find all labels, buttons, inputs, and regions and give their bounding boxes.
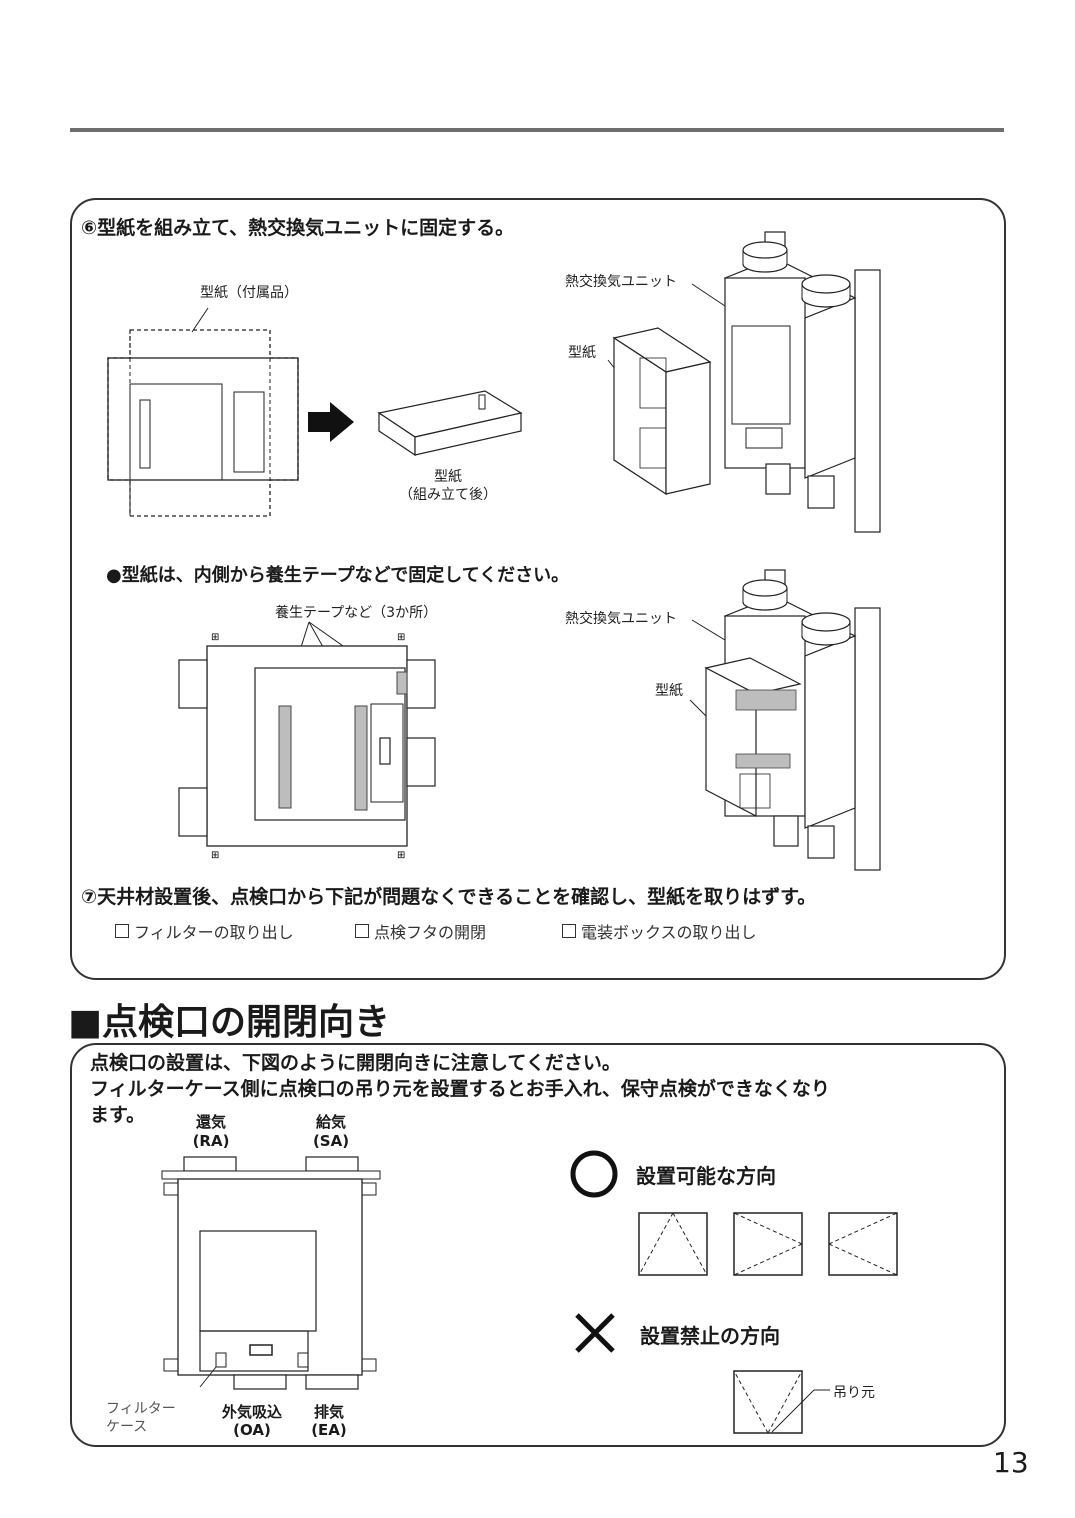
template-label-2: 型紙 [655, 683, 683, 699]
para-line-2: フィルターケース側に点検口の吊り元を設置するとお手入れ、保守点検ができなくなり [90, 1078, 830, 1100]
oa-label-1: 外気吸込 [221, 1403, 282, 1421]
page-number: 13 [993, 1446, 1029, 1479]
unit-label-2: 熱交換気ユニット [565, 611, 677, 627]
circle-ok-icon [570, 1150, 618, 1198]
filter-case-label-1: フィルター [106, 1401, 176, 1417]
template-assembled-label-2: （組み立て後） [399, 487, 497, 503]
para-line-3: ます。 [90, 1104, 146, 1126]
direction-panel [70, 1043, 1006, 1447]
filter-case-label-2: ケース [106, 1419, 148, 1435]
unit-label: 熱交換気ユニット [565, 274, 677, 290]
check-lid: 点検フタの開閉 [355, 919, 486, 943]
hinge-label: 吊り元 [833, 1385, 875, 1401]
ea-label-2: (EA) [311, 1421, 347, 1439]
check-filter-label: フィルターの取り出し [134, 923, 294, 942]
sa-label-2: (SA) [312, 1132, 350, 1150]
procedure-panel [70, 198, 1006, 980]
ea-label-1: 排気 [313, 1403, 344, 1421]
svg-text:⊞: ⊞ [211, 850, 219, 861]
section-title: ■点検口の開閉向き [68, 1002, 391, 1043]
ok-direction-diagram-2 [733, 1212, 803, 1276]
para-line-1: 点検口の設置は、下図のように開閉向きに注意してください。 [90, 1052, 621, 1074]
svg-text:⊞: ⊞ [211, 632, 219, 643]
arrow-right-icon [308, 402, 354, 442]
ok-direction-diagram-1 [638, 1212, 708, 1276]
checkbox-icon [562, 924, 576, 938]
unit-template-installed-drawing [689, 569, 881, 871]
template-label: 型紙 [568, 345, 596, 361]
svg-text:⊞: ⊞ [397, 632, 405, 643]
oa-label-2: (OA) [233, 1421, 271, 1439]
fixing-note: ●型紙は、内側から養生テープなどで固定してください。 [106, 565, 570, 586]
hinge-leader-line [771, 1389, 830, 1433]
ra-label-1: 還気 [195, 1113, 226, 1131]
check-lid-label: 点検フタの開閉 [374, 923, 487, 942]
ng-direction-diagram [733, 1370, 803, 1434]
template-flat-pattern [107, 307, 299, 517]
ok-direction-title: 設置可能な方向 [636, 1164, 776, 1188]
template-assembled-drawing [377, 390, 523, 457]
check-filter: フィルターの取り出し [115, 919, 294, 943]
unit-front-view-drawing [161, 1156, 381, 1390]
check-electrical-box: 電装ボックスの取り出し [562, 919, 757, 943]
checkbox-icon [355, 924, 369, 938]
step7-title: ⑦天井材設置後、点検口から下記が問題なくできることを確認し、型紙を取りはずす。 [81, 886, 817, 908]
svg-text:⊞: ⊞ [397, 850, 405, 861]
ra-label-2: (RA) [192, 1132, 230, 1150]
unit-with-template-drawing [607, 231, 881, 533]
step6-title: ⑥型紙を組み立て、熱交換気ユニットに固定する。 [81, 217, 515, 239]
unit-top-view-with-tape: ⊞ ⊞ ⊞ ⊞ [178, 621, 436, 861]
ng-direction-title: 設置禁止の方向 [640, 1324, 780, 1348]
header-rule [70, 128, 1004, 132]
checkbox-icon [115, 924, 129, 938]
sa-label-1: 給気 [315, 1113, 346, 1131]
template-part-label: 型紙（付属品） [200, 285, 298, 301]
tape-label: 養生テープなど（3か所） [275, 605, 438, 621]
template-assembled-label-1: 型紙 [434, 469, 462, 485]
ok-direction-diagram-3 [828, 1212, 898, 1276]
check-electrical-box-label: 電装ボックスの取り出し [581, 923, 757, 942]
cross-ng-icon [575, 1313, 615, 1353]
